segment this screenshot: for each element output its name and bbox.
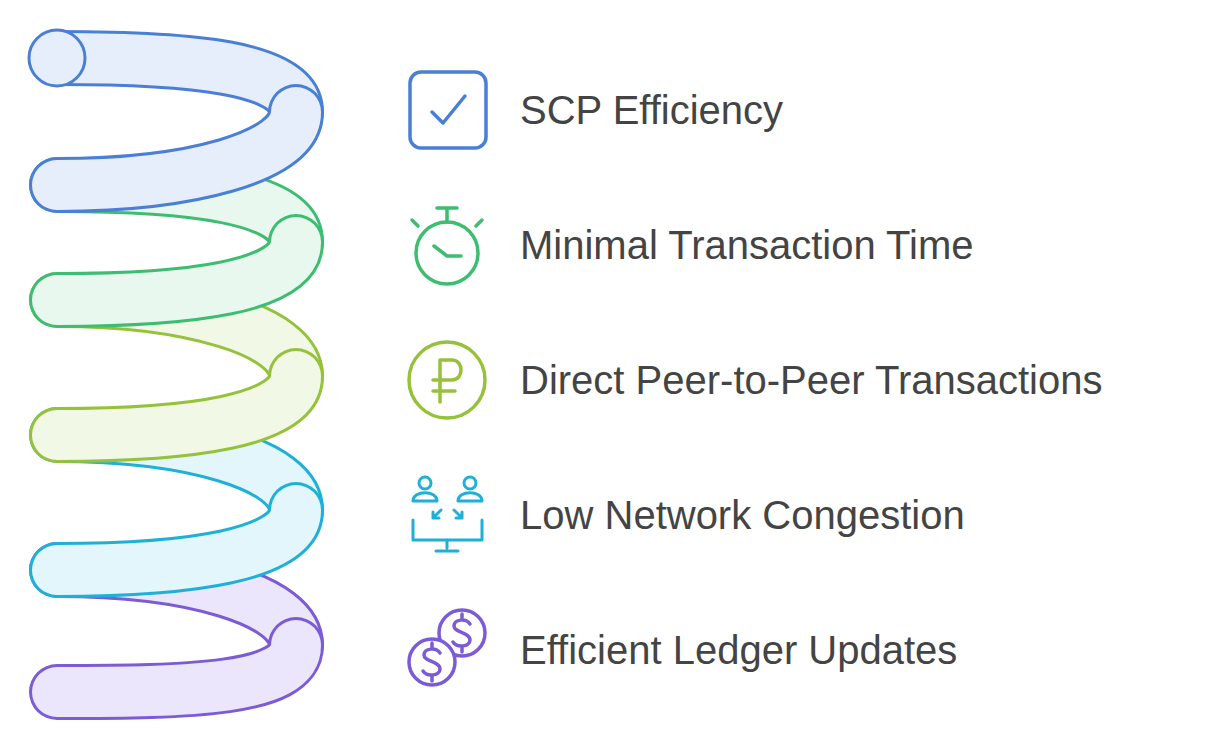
coil-strand — [57, 510, 296, 570]
ruble-coin-icon — [409, 342, 485, 418]
coil-strand — [57, 112, 296, 185]
stopwatch-icon — [412, 208, 482, 284]
check-icon — [410, 72, 486, 148]
coins-icon — [409, 610, 485, 685]
item-label: Minimal Transaction Time — [520, 221, 973, 269]
coil-strand — [57, 510, 296, 570]
item-label: Low Network Congestion — [520, 491, 965, 539]
item-label: Direct Peer-to-Peer Transactions — [520, 356, 1102, 404]
coil-strand — [57, 242, 296, 300]
coil-end — [29, 30, 85, 86]
spring-coil — [57, 58, 296, 692]
coil-strand — [57, 242, 296, 300]
coil-strand — [57, 376, 296, 435]
coil-strand — [57, 58, 296, 112]
coil-strand — [57, 376, 296, 435]
coil-strand — [57, 58, 296, 112]
coil-strand — [57, 112, 296, 185]
coil-strand — [57, 645, 296, 692]
network-icon — [413, 477, 482, 551]
item-label: Efficient Ledger Updates — [520, 626, 957, 674]
item-label: SCP Efficiency — [520, 86, 783, 134]
coil-strand — [57, 645, 296, 692]
